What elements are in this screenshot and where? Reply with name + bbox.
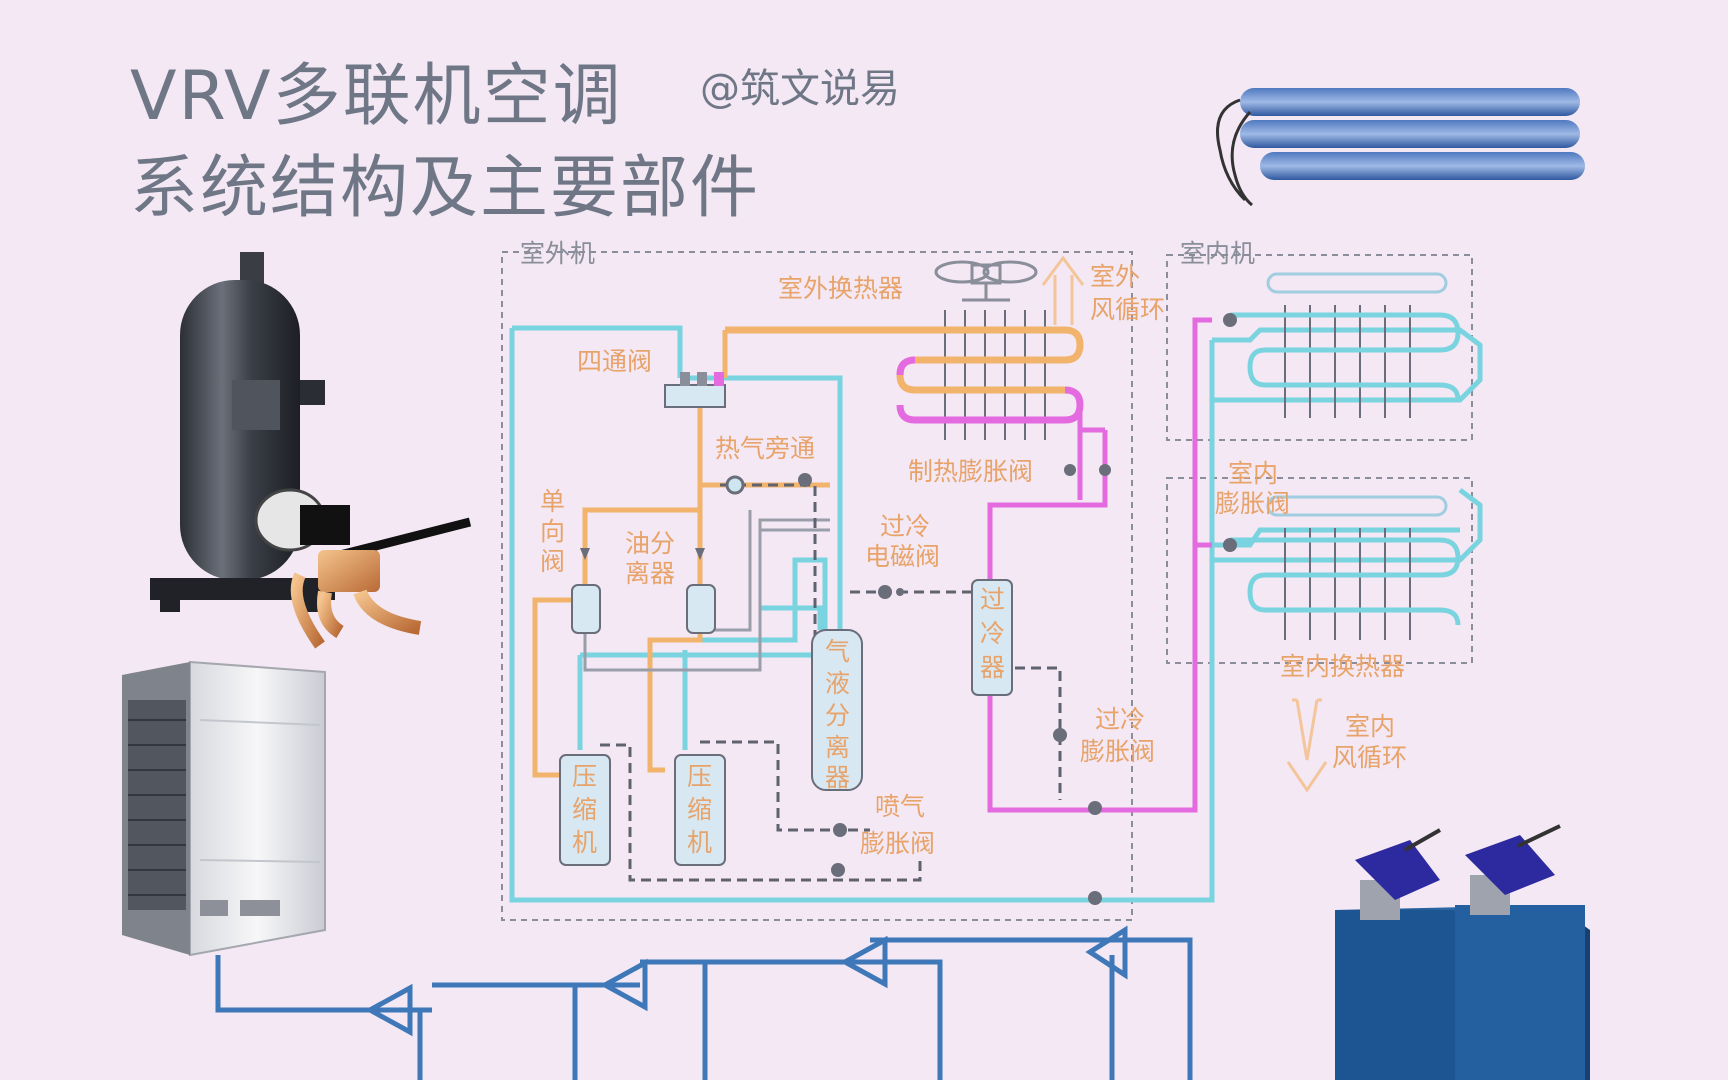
gl-sep-label-4: 离 bbox=[825, 733, 850, 762]
indoor-air-arrow bbox=[1286, 698, 1328, 793]
oil-separator-1 bbox=[571, 584, 601, 634]
compressor-b-label-3: 机 bbox=[687, 828, 712, 857]
indoor-exp-label-1: 室内 bbox=[1228, 459, 1278, 488]
fan-icon bbox=[934, 260, 1038, 302]
heat-exp-valve-label: 制热膨胀阀 bbox=[908, 457, 1033, 486]
check-valve-label-1: 单 bbox=[540, 487, 565, 516]
check-valve bbox=[580, 548, 705, 560]
gl-sep-label-2: 液 bbox=[825, 669, 850, 698]
indoor-exp-label-2: 膨胀阀 bbox=[1215, 489, 1290, 518]
inj-exp-label-2: 膨胀阀 bbox=[860, 829, 935, 858]
gl-sep-label-5: 器 bbox=[825, 763, 850, 792]
gl-sep-label-1: 气 bbox=[825, 637, 850, 666]
outdoor-unit-icon bbox=[122, 660, 326, 957]
subcooler-label-3: 器 bbox=[980, 653, 1005, 682]
outdoor-heat-exchanger bbox=[725, 310, 1084, 440]
outdoor-air-label-1: 室外 bbox=[1090, 262, 1140, 291]
indoor-air-label-2: 风循环 bbox=[1332, 743, 1407, 772]
subcool-sol-label-1: 过冷 bbox=[880, 512, 930, 541]
oil-sep-label-2: 离器 bbox=[625, 559, 675, 588]
title-line-1: VRV多联机空调 bbox=[130, 57, 623, 136]
subcooler-label-1: 过 bbox=[980, 585, 1005, 614]
indoor-unit-box-1 bbox=[1166, 254, 1473, 441]
title-line-2: 系统结构及主要部件 bbox=[130, 149, 761, 228]
oil-separator-2 bbox=[686, 584, 716, 634]
watermark: @筑文说易 bbox=[700, 66, 900, 112]
branch-joint-icon bbox=[364, 925, 1128, 1037]
indoor-coil-2 bbox=[1230, 495, 1461, 640]
check-valve-label-3: 阀 bbox=[540, 547, 565, 576]
outdoor-air-arrow bbox=[1041, 255, 1085, 325]
dashed-lines bbox=[600, 483, 1062, 882]
coil-icon bbox=[1216, 88, 1585, 207]
compressor-a bbox=[559, 754, 611, 866]
main-refrigerant-piping bbox=[215, 937, 1193, 1080]
four-way-label: 四通阀 bbox=[577, 347, 652, 376]
outdoor-hx-label: 室外换热器 bbox=[778, 274, 903, 303]
compressor-icon bbox=[150, 252, 335, 612]
four-way-valve bbox=[664, 372, 726, 408]
compressor-a-label-2: 缩 bbox=[572, 795, 597, 824]
valve-icons bbox=[725, 313, 1237, 905]
gl-sep-label-3: 分 bbox=[825, 701, 850, 730]
section-outdoor-label: 室外机 bbox=[520, 239, 595, 268]
check-valve-label-2: 向 bbox=[540, 517, 565, 546]
subcooler-label-2: 冷 bbox=[980, 619, 1005, 648]
distributor-block-icon bbox=[1335, 824, 1590, 1080]
compressor-b-label-2: 缩 bbox=[687, 795, 712, 824]
subcool-exp-label-1: 过冷 bbox=[1095, 705, 1145, 734]
indoor-coil-1 bbox=[1230, 272, 1461, 418]
inj-exp-label-1: 喷气 bbox=[875, 792, 925, 821]
indoor-unit-box-2 bbox=[1166, 477, 1473, 664]
subcool-exp-label-2: 膨胀阀 bbox=[1080, 737, 1155, 766]
subcooler bbox=[971, 579, 1013, 696]
subcool-sol-label-2: 电磁阀 bbox=[865, 542, 940, 571]
indoor-hx-label: 室内换热器 bbox=[1280, 652, 1405, 681]
compressor-b bbox=[674, 754, 726, 866]
compressor-b-label-1: 压 bbox=[687, 762, 712, 791]
compressor-a-label-1: 压 bbox=[572, 762, 597, 791]
indoor-air-label-1: 室内 bbox=[1345, 712, 1395, 741]
oil-sep-label-1: 油分 bbox=[625, 529, 675, 558]
magenta-piping bbox=[987, 317, 1212, 813]
section-indoor-label: 室内机 bbox=[1180, 239, 1255, 268]
reversing-valve-icon bbox=[254, 488, 472, 649]
compressor-a-label-3: 机 bbox=[572, 828, 597, 857]
outdoor-air-label-2: 风循环 bbox=[1090, 295, 1165, 324]
gas-liquid-separator bbox=[811, 629, 863, 791]
hot-gas-bypass-label: 热气旁通 bbox=[715, 434, 815, 463]
